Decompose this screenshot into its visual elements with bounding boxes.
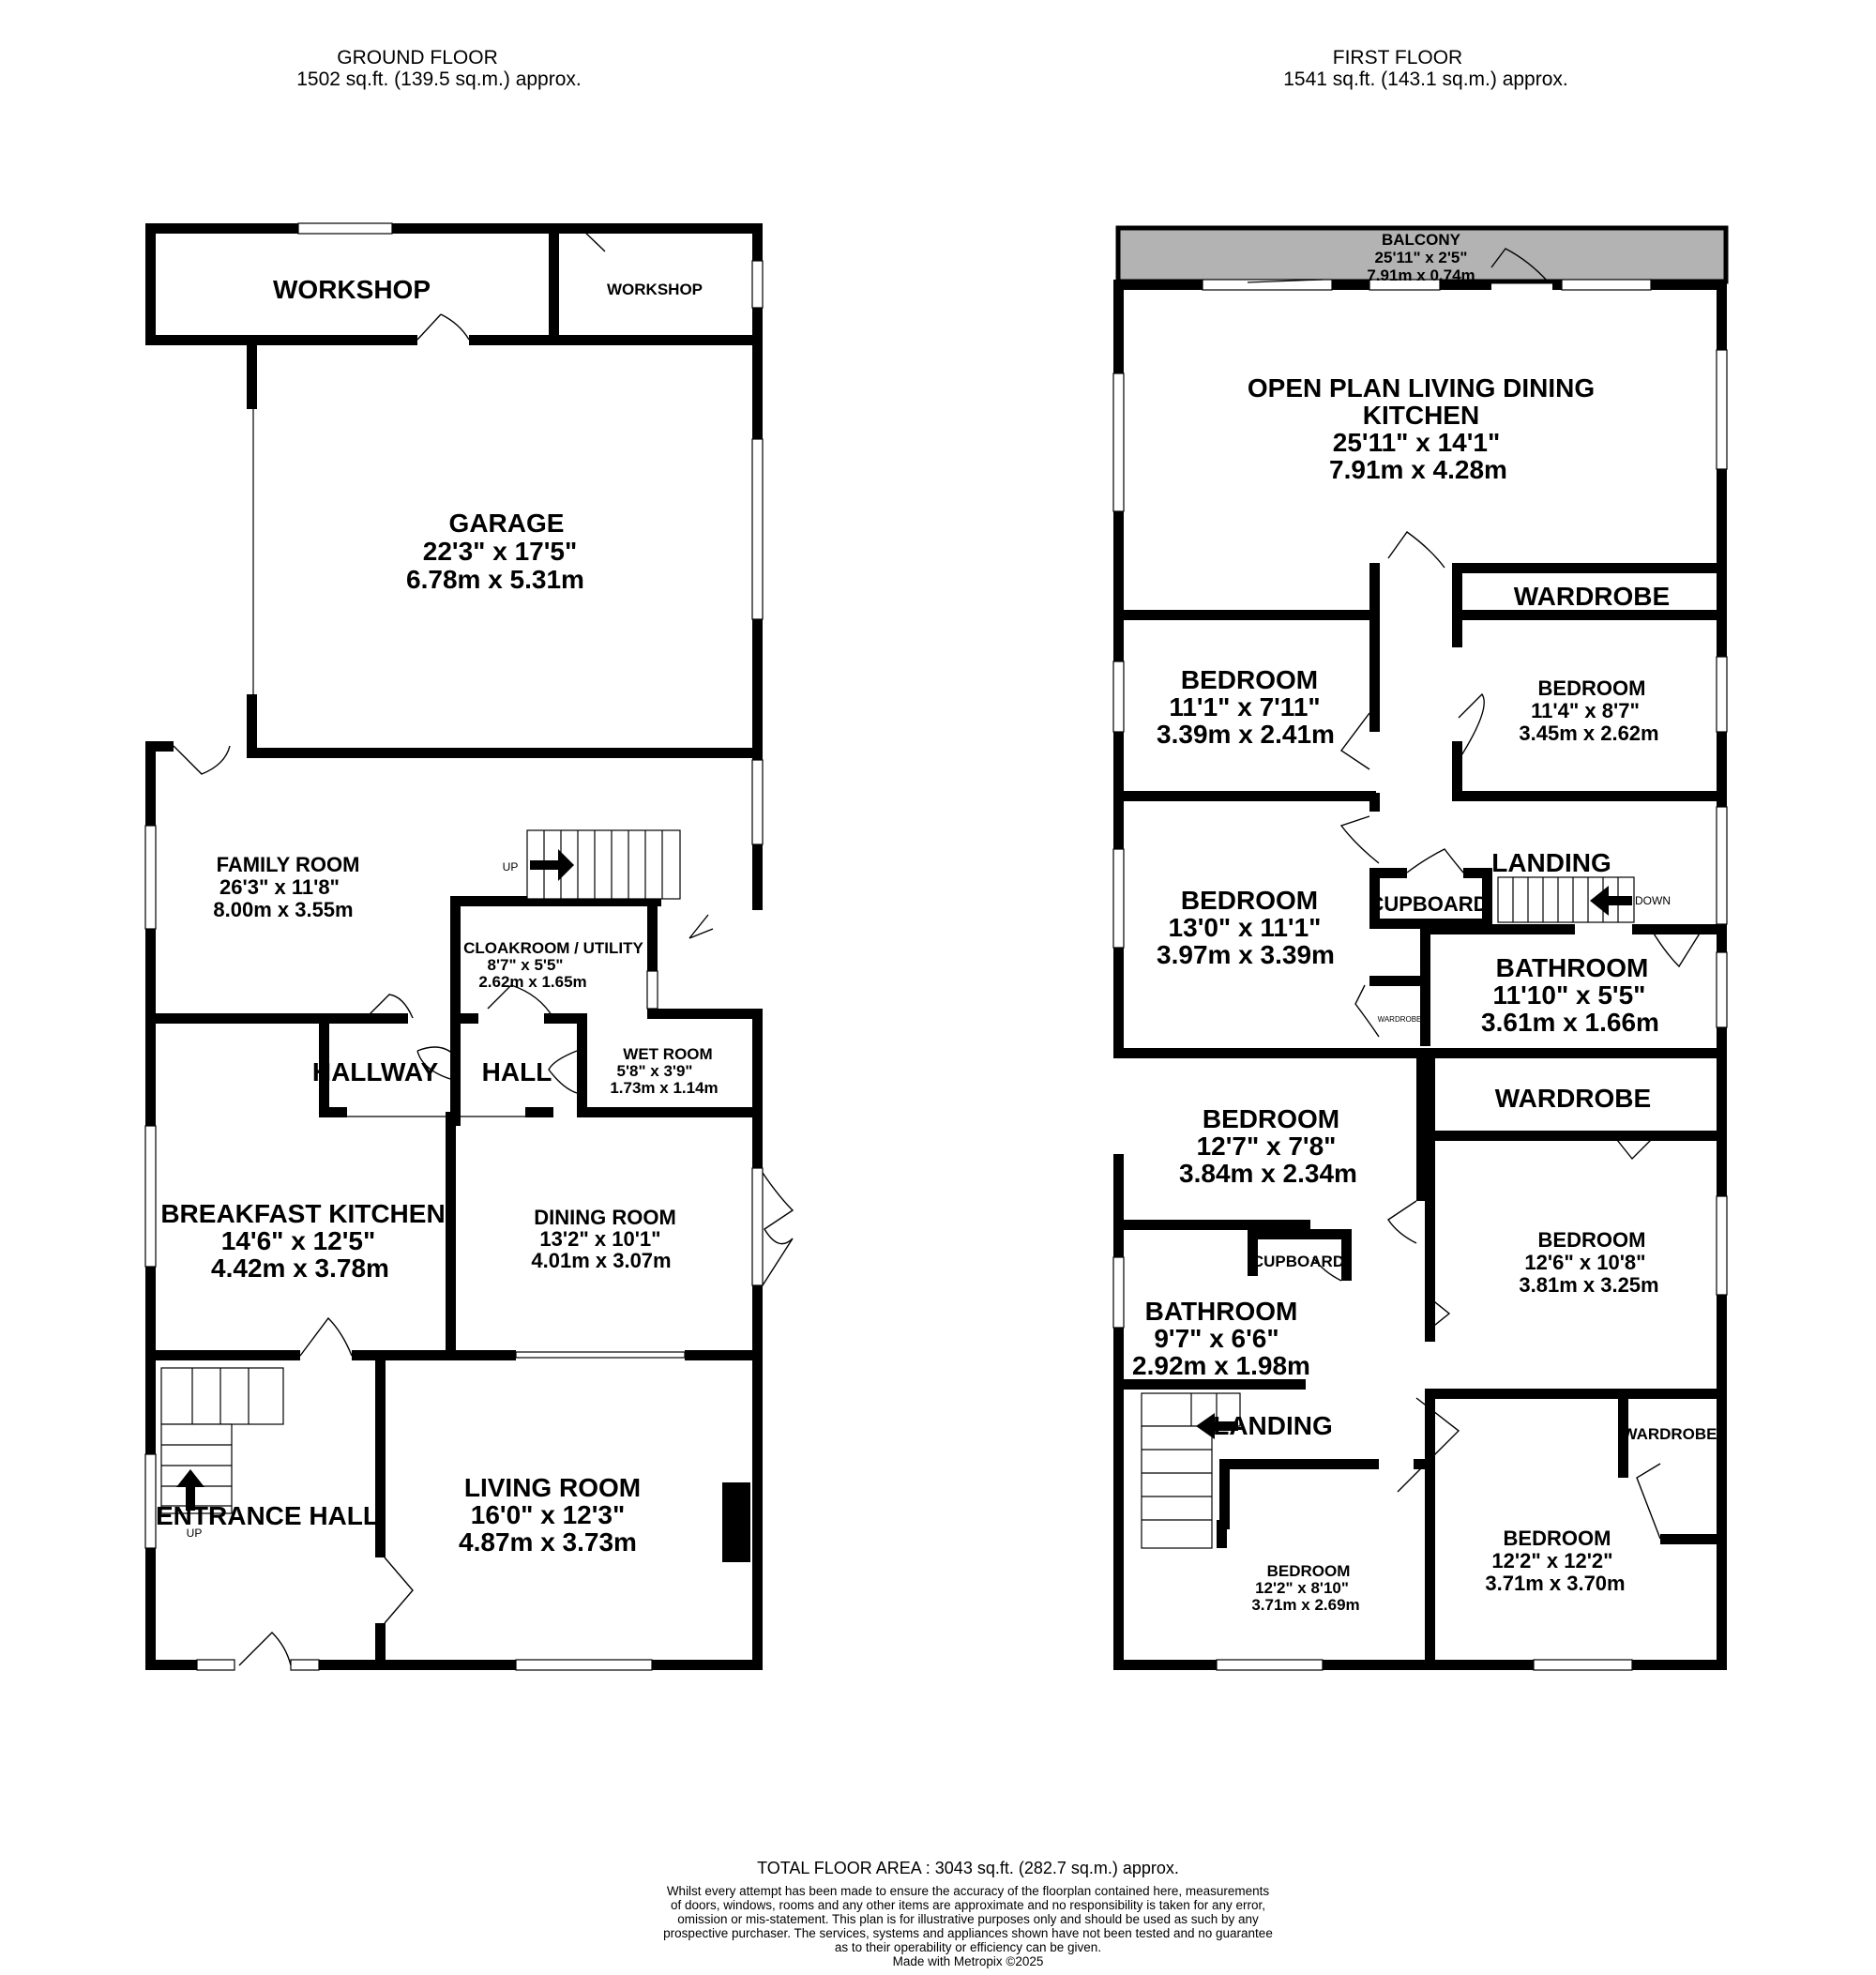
first-floor-labels: BALCONY 25'11" x 2'5" 7.91m x 0.74m OPEN… xyxy=(1132,231,1717,1614)
wardrobe-mid-name: WARDROBE xyxy=(1495,1084,1651,1113)
balcony-metric: 7.91m x 0.74m xyxy=(1367,266,1475,284)
breakfast-kitchen-metric: 4.42m x 3.78m xyxy=(211,1253,389,1283)
family-room-metric: 8.00m x 3.55m xyxy=(213,898,353,921)
wardrobe-small-name: WARDROBE xyxy=(1378,1015,1422,1024)
open-plan-imperial: 25'11" x 14'1" xyxy=(1333,428,1500,457)
bedroom-6-imperial: 12'2" x 8'10" xyxy=(1255,1579,1349,1597)
living-room-name: LIVING ROOM xyxy=(464,1473,641,1502)
landing-bottom-name: LANDING xyxy=(1213,1411,1333,1440)
total-floor-area: TOTAL FLOOR AREA : 3043 sq.ft. (282.7 sq… xyxy=(757,1859,1179,1877)
first-floor-windows xyxy=(1112,279,1728,1671)
disclaimer-line-1: Whilst every attempt has been made to en… xyxy=(667,1884,1270,1898)
bathroom-1-metric: 3.61m x 1.66m xyxy=(1481,1008,1659,1037)
bedroom-7-imperial: 12'2" x 12'2" xyxy=(1491,1549,1612,1572)
footer: TOTAL FLOOR AREA : 3043 sq.ft. (282.7 sq… xyxy=(663,1859,1273,1968)
bedroom-5-metric: 3.81m x 3.25m xyxy=(1519,1273,1658,1297)
dining-room-imperial: 13'2" x 10'1" xyxy=(539,1227,660,1251)
bedroom-4-metric: 3.84m x 2.34m xyxy=(1179,1159,1357,1188)
workshop-2-name: WORKSHOP xyxy=(607,281,703,298)
garage-metric: 6.78m x 5.31m xyxy=(406,565,584,594)
bedroom-6-name: BEDROOM xyxy=(1267,1562,1351,1580)
garage-imperial: 22'3" x 17'5" xyxy=(423,537,577,566)
wardrobe-top-name: WARDROBE xyxy=(1514,582,1670,611)
bedroom-6-metric: 3.71m x 2.69m xyxy=(1251,1596,1359,1614)
bathroom-2-name: BATHROOM xyxy=(1145,1297,1298,1326)
bedroom-1-metric: 3.39m x 2.41m xyxy=(1157,720,1335,749)
cloakroom-metric: 2.62m x 1.65m xyxy=(478,973,586,991)
dining-room-name: DINING ROOM xyxy=(534,1206,676,1229)
first-floor-stairs xyxy=(1141,876,1635,1549)
balcony-name: BALCONY xyxy=(1382,231,1461,249)
bedroom-2-imperial: 11'4" x 8'7" xyxy=(1531,699,1640,722)
family-room-imperial: 26'3" x 11'8" xyxy=(219,875,340,899)
bedroom-1-imperial: 11'1" x 7'11" xyxy=(1169,692,1320,722)
ground-floor-title: GROUND FLOOR xyxy=(337,47,498,68)
landing-top-name: LANDING xyxy=(1491,848,1611,877)
first-floor-walls xyxy=(1113,280,1727,1670)
breakfast-kitchen-name: BREAKFAST KITCHEN xyxy=(160,1199,445,1228)
wardrobe-bottom-name: WARDROBE xyxy=(1622,1425,1717,1443)
disclaimer-line-4: prospective purchaser. The services, sys… xyxy=(663,1926,1273,1940)
ground-floor-area: 1502 sq.ft. (139.5 sq.m.) approx. xyxy=(296,68,582,90)
bedroom-5-name: BEDROOM xyxy=(1538,1228,1646,1252)
first-floor-area: 1541 sq.ft. (143.1 sq.m.) approx. xyxy=(1283,68,1568,90)
first-floor-title: FIRST FLOOR xyxy=(1333,47,1462,68)
bedroom-3-imperial: 13'0" x 11'1" xyxy=(1169,913,1322,942)
disclaimer-line-5: as to their operability or efficiency ca… xyxy=(835,1940,1101,1954)
cloakroom-name: CLOAKROOM / UTILITY xyxy=(463,939,643,957)
bathroom-2-metric: 2.92m x 1.98m xyxy=(1132,1351,1310,1380)
cupboard-mid-name: CUPBOARD xyxy=(1252,1253,1344,1270)
bedroom-2-metric: 3.45m x 2.62m xyxy=(1519,722,1658,745)
balcony-area xyxy=(1115,225,1729,284)
living-room-metric: 4.87m x 3.73m xyxy=(459,1527,637,1557)
landing-down-label: DOWN xyxy=(1635,894,1671,907)
bedroom-3-metric: 3.97m x 3.39m xyxy=(1157,940,1335,969)
workshop-1-name: WORKSHOP xyxy=(273,275,431,304)
garage-name: GARAGE xyxy=(449,509,565,538)
balcony-imperial: 25'11" x 2'5" xyxy=(1375,249,1468,266)
wet-room-imperial: 5'8" x 3'9" xyxy=(617,1062,693,1080)
ground-floor-walls xyxy=(145,223,763,1670)
ground-floor-labels: WORKSHOP WORKSHOP GARAGE 22'3" x 17'5" 6… xyxy=(156,275,719,1557)
dining-room-metric: 4.01m x 3.07m xyxy=(531,1249,671,1272)
entrance-hall-name: ENTRANCE HALL xyxy=(156,1501,379,1530)
bedroom-3-name: BEDROOM xyxy=(1181,886,1318,915)
living-room-imperial: 16'0" x 12'3" xyxy=(471,1500,625,1529)
entrance-stair-up-label: UP xyxy=(187,1527,203,1540)
breakfast-kitchen-imperial: 14'6" x 12'5" xyxy=(221,1226,375,1255)
wet-room-metric: 1.73m x 1.14m xyxy=(610,1079,718,1097)
hall-name: HALL xyxy=(482,1057,552,1086)
made-with: Made with Metropix ©2025 xyxy=(893,1954,1044,1968)
bedroom-4-imperial: 12'7" x 7'8" xyxy=(1197,1132,1337,1161)
bathroom-2-imperial: 9'7" x 6'6" xyxy=(1154,1324,1278,1353)
bedroom-5-imperial: 12'6" x 10'8" xyxy=(1524,1251,1645,1274)
disclaimer-line-2: of doors, windows, rooms and any other i… xyxy=(671,1898,1265,1912)
cupboard-top-name: CUPBOARD xyxy=(1369,892,1488,916)
bathroom-1-name: BATHROOM xyxy=(1496,953,1649,982)
open-plan-name-line1: OPEN PLAN LIVING DINING xyxy=(1248,373,1595,403)
bathroom-1-imperial: 11'10" x 5'5" xyxy=(1493,980,1646,1010)
bedroom-7-metric: 3.71m x 3.70m xyxy=(1485,1572,1625,1595)
ground-floor-stairs xyxy=(160,829,681,1514)
family-room-name: FAMILY ROOM xyxy=(217,853,360,876)
ground-floor-doors xyxy=(173,223,794,1666)
family-stair-up-label: UP xyxy=(503,860,519,874)
hallway-name: HALLWAY xyxy=(312,1057,439,1086)
bedroom-1-name: BEDROOM xyxy=(1181,665,1318,694)
open-plan-metric: 7.91m x 4.28m xyxy=(1329,455,1507,484)
ground-floor-windows xyxy=(144,222,764,1671)
first-floor-doors xyxy=(1312,248,1703,1540)
cloakroom-imperial: 8'7" x 5'5" xyxy=(488,956,564,974)
bedroom-4-name: BEDROOM xyxy=(1203,1104,1339,1133)
wet-room-name: WET ROOM xyxy=(623,1045,712,1063)
bedroom-2-name: BEDROOM xyxy=(1538,676,1646,700)
disclaimer-line-3: omission or mis-statement. This plan is … xyxy=(677,1912,1259,1926)
open-plan-name-line2: KITCHEN xyxy=(1363,401,1479,430)
bedroom-7-name: BEDROOM xyxy=(1504,1527,1611,1550)
